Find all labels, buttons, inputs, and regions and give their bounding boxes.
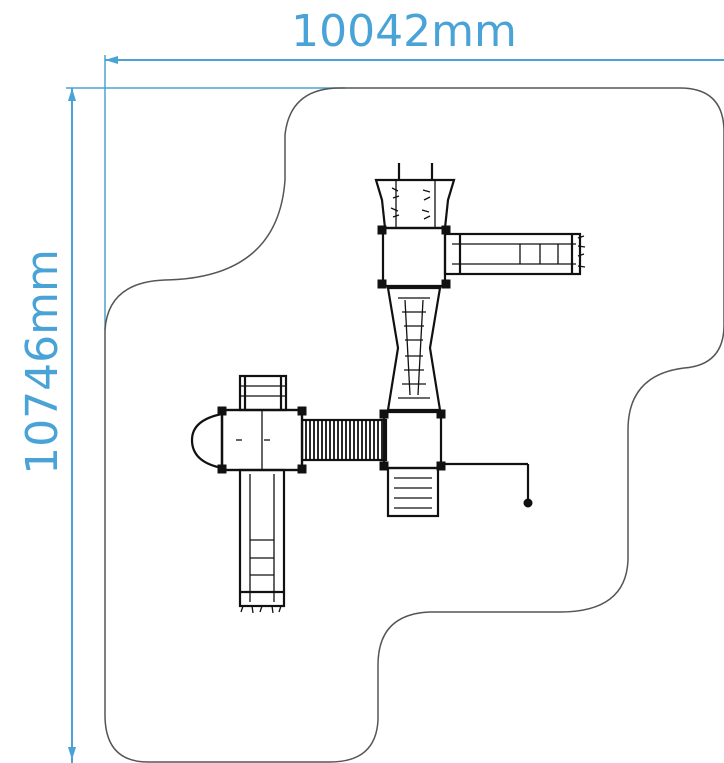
width-dimension-label: 10042mm (291, 6, 517, 57)
lower-ladder (386, 466, 440, 518)
safety-zone-outline (104, 87, 724, 763)
lower-slide (238, 468, 286, 614)
half-dome-roof (190, 412, 224, 470)
side-rail-bar (441, 462, 533, 508)
upper-slide (443, 232, 586, 276)
left-deck-platform (217, 406, 307, 474)
tower-roof-top (374, 163, 456, 230)
upper-deck-platform (377, 225, 451, 289)
bridge-walkway (386, 286, 442, 412)
lower-deck-platform (379, 409, 446, 471)
height-dimension: 10746mm (17, 87, 345, 763)
crawl-tunnel (300, 418, 388, 462)
upper-left-ladder (238, 374, 288, 412)
width-dimension: 10042mm (104, 6, 724, 330)
height-dimension-label: 10746mm (17, 249, 68, 475)
